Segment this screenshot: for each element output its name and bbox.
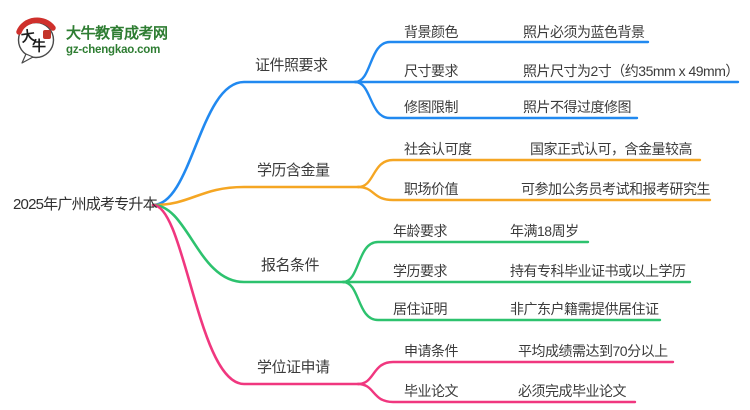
node-label: 年龄要求 bbox=[393, 223, 448, 239]
node-label: 修图限制 bbox=[404, 99, 459, 115]
requirements-age-underline bbox=[341, 240, 590, 284]
node-label: 背景颜色 bbox=[404, 24, 459, 40]
branch-degree-cert-line bbox=[151, 203, 360, 386]
branch-requirements-line bbox=[151, 203, 345, 284]
degree-cert-thesis-underline bbox=[356, 382, 637, 404]
node-value: 必须完成毕业论文 bbox=[518, 383, 627, 399]
node-label: 学历要求 bbox=[393, 263, 448, 279]
logo-char-2: 牛 bbox=[32, 38, 46, 54]
node-label: 毕业论文 bbox=[404, 383, 459, 399]
node-label: 职场价值 bbox=[404, 181, 459, 197]
node-value: 持有专科毕业证书或以上学历 bbox=[510, 263, 686, 279]
node-value: 照片尺寸为2寸（约35mm x 49mm） bbox=[523, 63, 739, 79]
branch-degree-cert-label: 学位证申请 bbox=[257, 359, 330, 376]
branch-idphoto-line bbox=[151, 80, 357, 207]
diploma-recognition-underline bbox=[356, 158, 702, 189]
node-value: 照片必须为蓝色背景 bbox=[523, 24, 645, 40]
node-value: 平均成绩需达到70分以上 bbox=[518, 343, 668, 359]
node-label: 尺寸要求 bbox=[404, 63, 459, 79]
degree-cert-condition-underline bbox=[356, 360, 675, 386]
idphoto-retouch-underline bbox=[353, 80, 639, 120]
branch-diploma-value-label: 学历含金量 bbox=[257, 162, 330, 179]
site-name: 大牛教育成考网 bbox=[66, 25, 168, 42]
diploma-career-underline bbox=[356, 185, 712, 202]
node-label: 居住证明 bbox=[393, 301, 448, 317]
node-value: 可参加公务员考试和报考研究生 bbox=[521, 181, 711, 197]
logo-bubble-icon: 大 牛 bbox=[14, 14, 60, 64]
node-value: 国家正式认可，含金量较高 bbox=[530, 141, 693, 157]
branch-requirements-label: 报名条件 bbox=[261, 257, 320, 274]
root-topic: 2025年广州成考专升本 bbox=[13, 196, 158, 213]
node-value: 照片不得过度修图 bbox=[523, 99, 632, 115]
branch-diploma-value-line bbox=[151, 185, 360, 207]
idphoto-bgcolor-underline bbox=[353, 40, 650, 84]
site-logo: 大 牛 大牛教育成考网 gz-chengkao.com bbox=[14, 10, 224, 68]
logo-red-seal-icon bbox=[43, 30, 51, 39]
site-url: gz-chengkao.com bbox=[66, 44, 161, 56]
node-label: 申请条件 bbox=[404, 343, 459, 359]
branch-idphoto-label: 证件照要求 bbox=[255, 57, 328, 74]
node-value: 非广东户籍需提供居住证 bbox=[510, 301, 659, 317]
node-label: 社会认可度 bbox=[404, 141, 472, 157]
requirements-residence-underline bbox=[341, 280, 662, 322]
node-value: 年满18周岁 bbox=[510, 223, 579, 239]
